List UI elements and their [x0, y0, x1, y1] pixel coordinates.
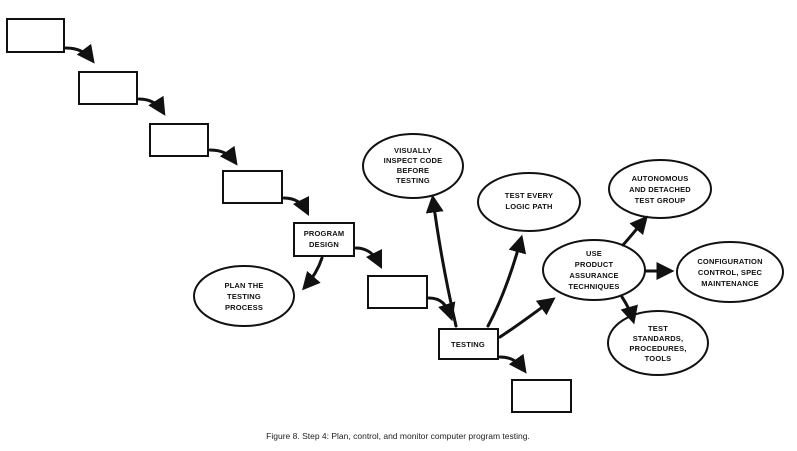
arrow-box1-to-box2 [64, 43, 95, 64]
plan-testing-label-3: PROCESS [225, 303, 263, 312]
plan-testing-ellipse: PLAN THE TESTING PROCESS [193, 265, 295, 327]
testing-box: TESTING [438, 328, 499, 360]
arrow-assurance-to-test-standards [620, 295, 638, 325]
visually-inspect-ellipse: VISUALLY INSPECT CODE BEFORE TESTING [362, 133, 464, 199]
plan-testing-label-1: PLAN THE [224, 281, 263, 290]
arrow-program-design-to-plan-testing [302, 256, 324, 291]
visually-inspect-label-2: INSPECT CODE [384, 156, 443, 165]
use-product-assurance-ellipse: USE PRODUCT ASSURANCE TECHNIQUES [542, 239, 646, 301]
arrow-program-design-to-post-design-box [354, 246, 383, 270]
arrow-box4-to-program-design [282, 195, 310, 217]
final-box [511, 379, 572, 413]
test-standards-label-2: STANDARDS, [633, 334, 684, 343]
autonomous-label-3: TEST GROUP [635, 196, 686, 205]
configuration-control-ellipse: CONFIGURATION CONTROL, SPEC MAINTENANCE [676, 241, 784, 303]
arrow-testing-to-final-box [498, 353, 527, 374]
configuration-label-3: MAINTENANCE [701, 279, 759, 288]
test-every-logic-path-ellipse: TEST EVERY LOGIC PATH [477, 172, 581, 232]
autonomous-label-2: AND DETACHED [629, 185, 691, 194]
use-product-assurance-label-1: USE [586, 249, 602, 258]
test-every-logic-label-1: TEST EVERY [505, 191, 553, 200]
step-box-4 [222, 170, 283, 204]
visually-inspect-label-1: VISUALLY [394, 146, 432, 155]
configuration-label-2: CONTROL, SPEC [698, 268, 763, 277]
autonomous-test-group-ellipse: AUTONOMOUS AND DETACHED TEST GROUP [608, 159, 712, 219]
arrow-testing-to-visually-inspect [425, 194, 458, 328]
test-standards-label-4: TOOLS [645, 354, 672, 363]
step-box-3 [149, 123, 209, 157]
arrow-box3-to-box4 [208, 145, 238, 166]
testing-label: TESTING [451, 340, 485, 349]
visually-inspect-label-3: BEFORE [397, 166, 429, 175]
arrow-box2-to-box3 [137, 95, 166, 116]
test-standards-label-3: PROCEDURES, [629, 344, 686, 353]
arrow-testing-to-test-every-logic [486, 234, 527, 328]
program-design-label-1: PROGRAM [304, 229, 345, 238]
step-box-1 [6, 18, 65, 53]
test-standards-ellipse: TEST STANDARDS, PROCEDURES, TOOLS [607, 310, 709, 376]
autonomous-label-1: AUTONOMOUS [632, 174, 689, 183]
program-design-box: PROGRAM DESIGN [293, 222, 355, 257]
step-box-2 [78, 71, 138, 105]
use-product-assurance-label-2: PRODUCT [575, 260, 614, 269]
plan-testing-label-2: TESTING [227, 292, 261, 301]
configuration-label-1: CONFIGURATION [697, 257, 762, 266]
visually-inspect-label-4: TESTING [396, 176, 430, 185]
program-design-label-2: DESIGN [309, 240, 339, 249]
arrow-testing-to-use-product-assurance [498, 297, 556, 339]
figure-caption: Figure 8. Step 4: Plan, control, and mon… [266, 431, 530, 441]
arrow-assurance-to-autonomous [621, 215, 648, 247]
use-product-assurance-label-3: ASSURANCE [569, 271, 618, 280]
use-product-assurance-label-4: TECHNIQUES [568, 282, 619, 291]
test-every-logic-label-2: LOGIC PATH [505, 202, 552, 211]
post-design-box [367, 275, 428, 309]
arrow-post-design-box-to-testing [427, 296, 456, 322]
test-standards-label-1: TEST [648, 324, 668, 333]
